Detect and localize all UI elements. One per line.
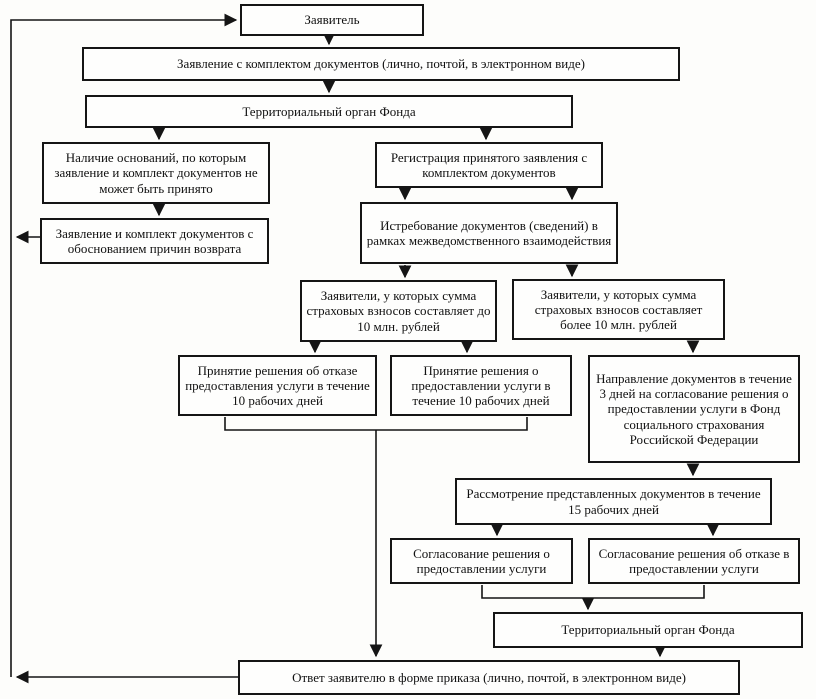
- flow-node-decision-grant-10-days: Принятие решения о предоставлении услуги…: [390, 355, 572, 416]
- flow-node-approve-grant: Согласование решения о предоставлении ус…: [390, 538, 573, 584]
- flow-node-territorial-organ-bottom: Территориальный орган Фонда: [493, 612, 803, 648]
- connector-feedback-loop: [10, 13, 238, 677]
- flow-node-send-to-social-fund: Направление документов в течение 3 дней …: [588, 355, 800, 463]
- flow-node-review-15-days: Рассмотрение представленных документов в…: [455, 478, 772, 525]
- flow-node-interagency-request: Истребование документов (сведений) в рам…: [360, 202, 618, 264]
- flow-node-registration: Регистрация принятого заявления с компле…: [375, 142, 603, 188]
- flow-node-application: Заявление с комплектом документов (лично…: [82, 47, 680, 81]
- flow-node-grounds-for-refusal: Наличие оснований, по которым заявление …: [42, 142, 270, 204]
- connector-decisions-bracket: [224, 417, 528, 431]
- flow-node-applicants-under-10m: Заявители, у которых сумма страховых взн…: [300, 280, 497, 342]
- flow-node-decision-refuse-10-days: Принятие решения об отказе предоставлени…: [178, 355, 377, 416]
- flow-node-response-order: Ответ заявителю в форме приказа (лично, …: [238, 660, 740, 695]
- flow-node-territorial-organ-top: Территориальный орган Фонда: [85, 95, 573, 128]
- connector-approvals-bracket: [481, 585, 705, 599]
- flow-node-applicant: Заявитель: [240, 4, 424, 36]
- flow-node-applicants-over-10m: Заявители, у которых сумма страховых взн…: [512, 279, 725, 340]
- flow-node-approve-refusal: Согласование решения об отказе в предост…: [588, 538, 800, 584]
- flow-node-return-documents: Заявление и комплект документов с обосно…: [40, 218, 269, 264]
